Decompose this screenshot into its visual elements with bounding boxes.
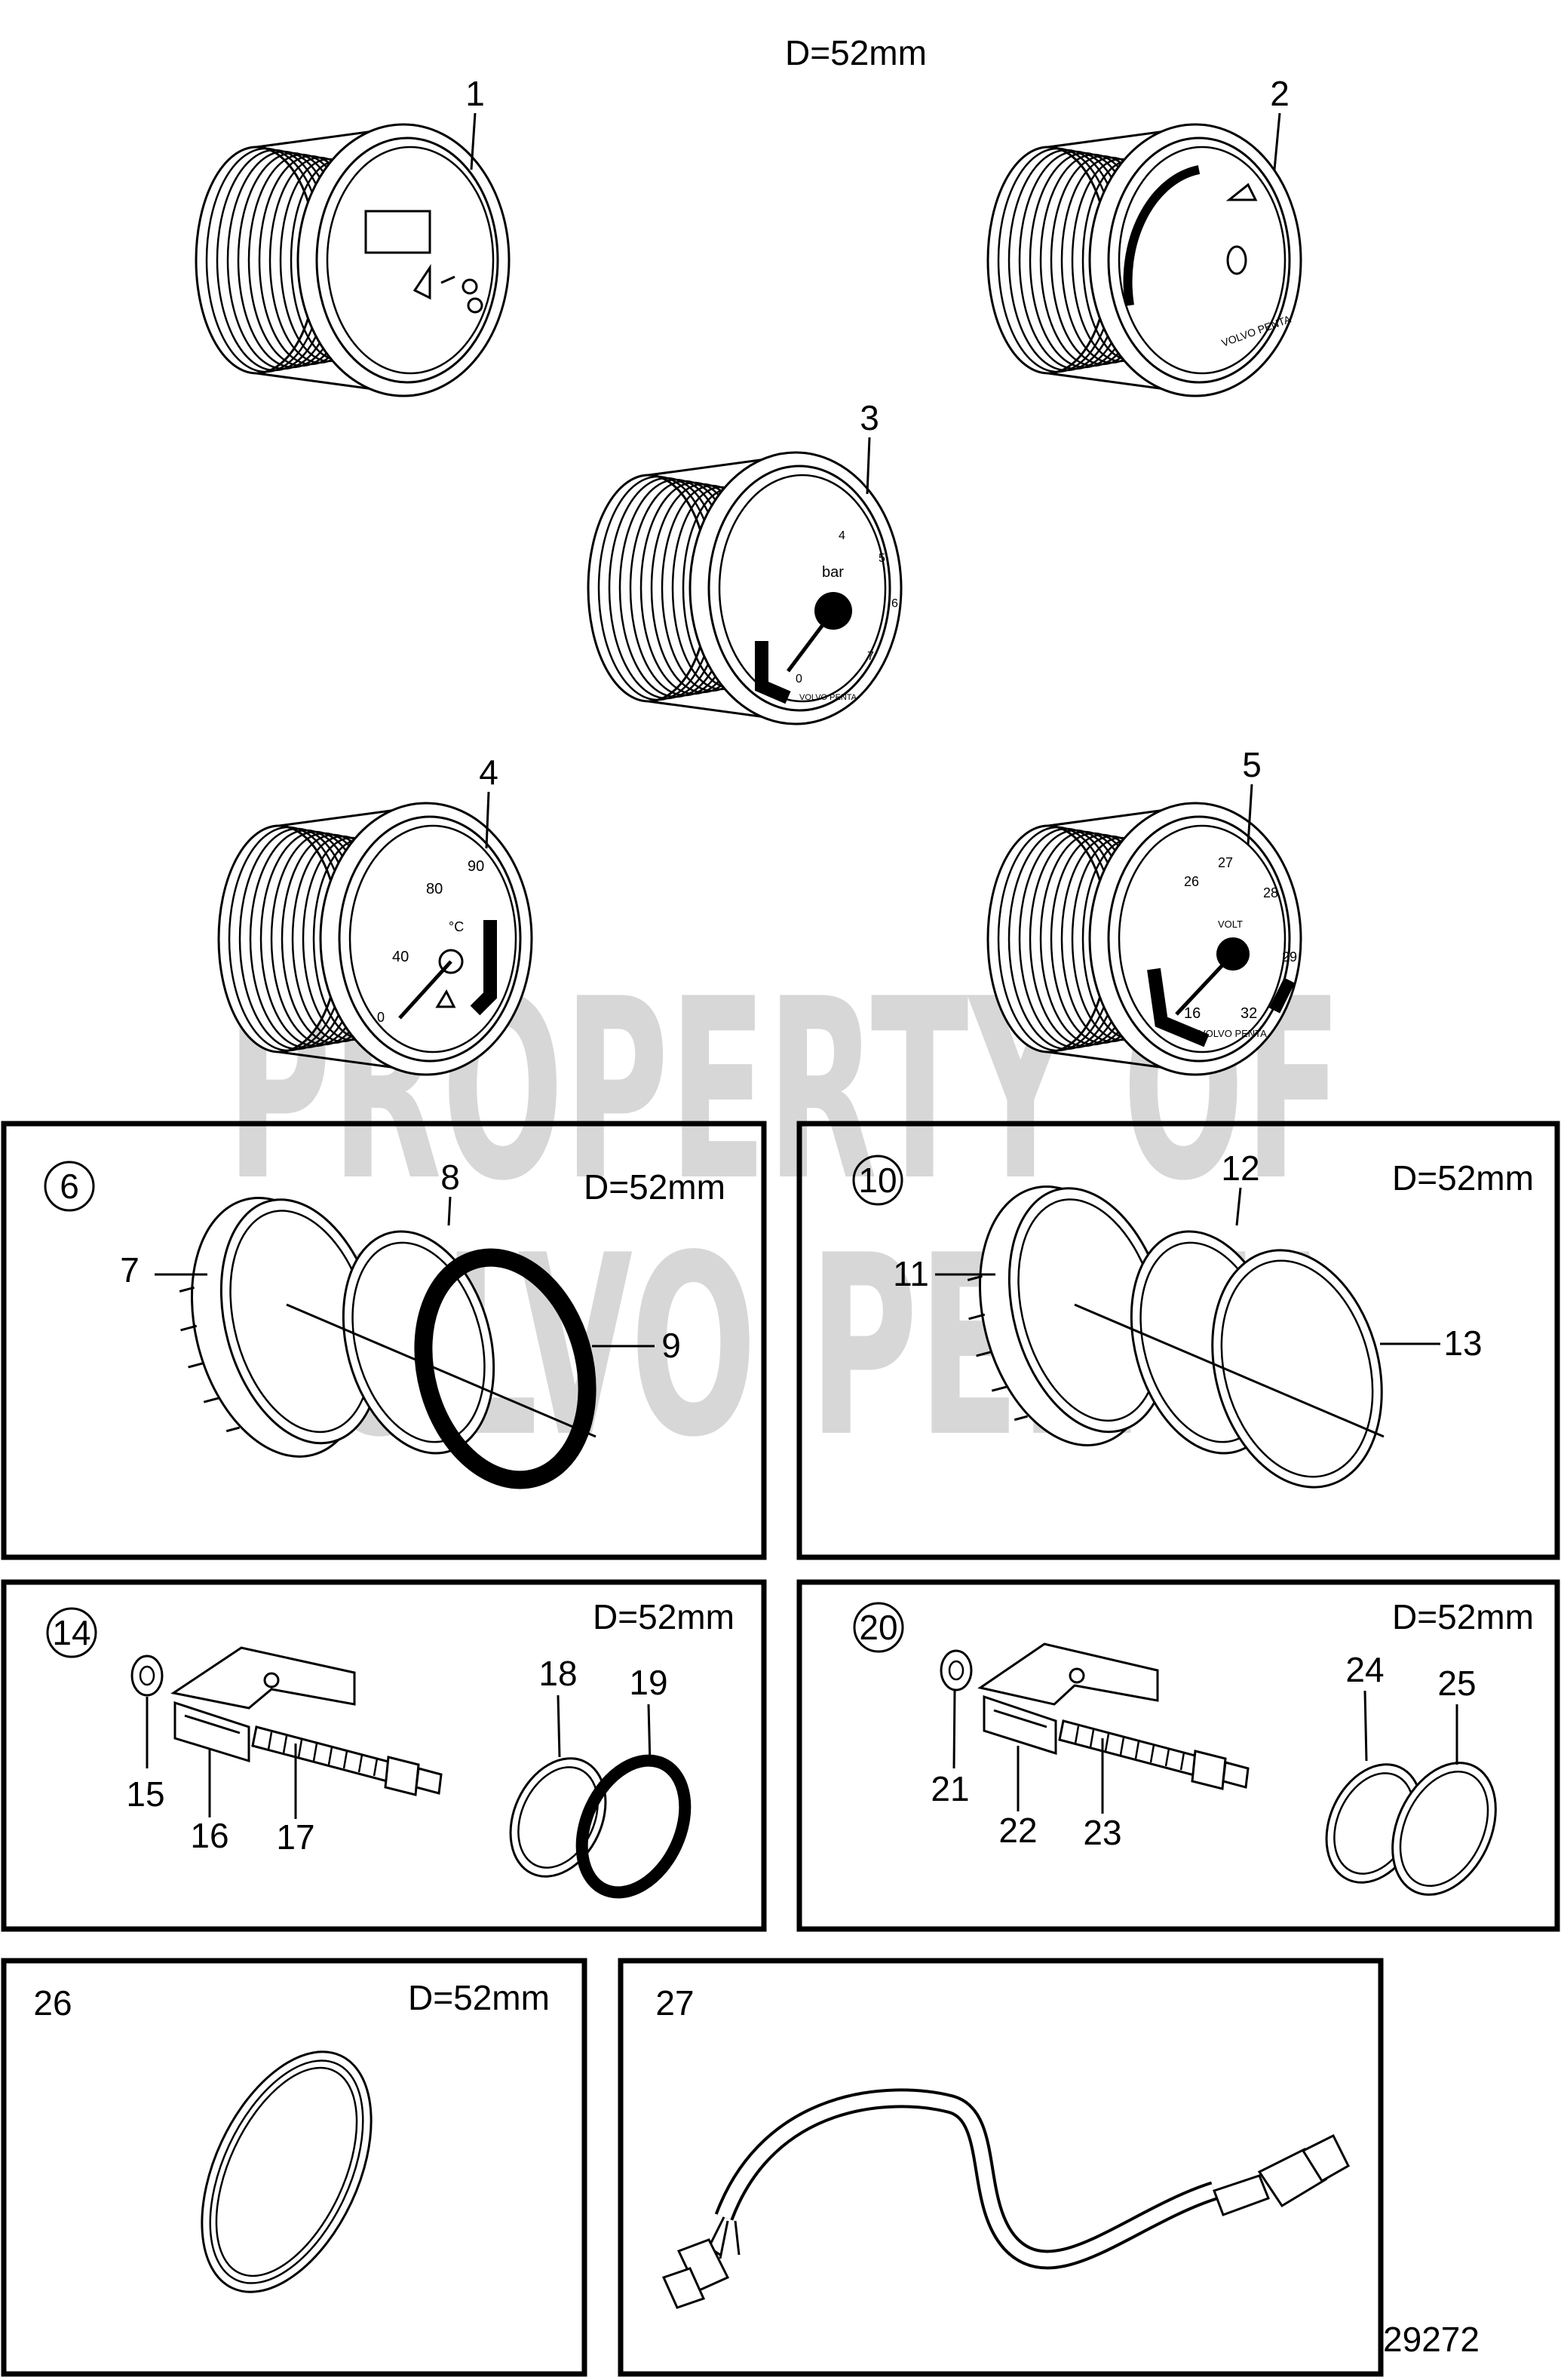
- gauge-4-temperature[interactable]: 90 80 °C 40 0: [217, 802, 533, 1076]
- kit-20-box: 20 D=52mm 21 22 23: [796, 1579, 1560, 1932]
- ref-label-1: 1: [465, 74, 485, 113]
- ref-label-13: 13: [1443, 1323, 1482, 1363]
- coolant-icon: [435, 989, 456, 1008]
- kit-ref-10: 10: [858, 1161, 897, 1200]
- ref-label-7: 7: [120, 1250, 140, 1290]
- temp-unit-label: °C: [449, 919, 464, 934]
- ref-label-9: 9: [661, 1326, 681, 1365]
- ref-label-23: 23: [1083, 1813, 1121, 1852]
- kit-ref-26: 26: [33, 1983, 72, 2023]
- gauge-1-display[interactable]: [195, 123, 511, 397]
- svg-text:29: 29: [1282, 949, 1297, 965]
- ref-label-17: 17: [276, 1817, 314, 1857]
- ref-label-24: 24: [1345, 1650, 1384, 1689]
- ref-label-22: 22: [998, 1811, 1037, 1850]
- kit-10-box: 10 D=52mm 11 12 13: [796, 1121, 1560, 1560]
- svg-text:4: 4: [839, 529, 845, 542]
- figure-number: 29272: [1383, 2320, 1480, 2359]
- svg-text:6: 6: [891, 597, 898, 610]
- svg-text:16: 16: [1184, 1005, 1201, 1022]
- svg-text:32: 32: [1241, 1005, 1257, 1022]
- svg-text:90: 90: [468, 858, 484, 875]
- ref-label-12: 12: [1221, 1149, 1259, 1188]
- svg-text:28: 28: [1263, 885, 1278, 900]
- gauge-2-trim[interactable]: VOLVO PENTA: [986, 123, 1302, 397]
- kit-26-box: 26 D=52mm: [1, 1958, 587, 2377]
- trim-symbol-icon: [412, 264, 455, 300]
- bezel-gasket-26[interactable]: [167, 2026, 406, 2318]
- ref-label-25: 25: [1437, 1664, 1476, 1703]
- bracket-16[interactable]: [170, 1646, 356, 1763]
- kit-20-diameter: D=52mm: [1392, 1597, 1534, 1636]
- svg-text:7: 7: [867, 650, 874, 663]
- oil-unit-label: bar: [822, 564, 844, 581]
- diameter-header: D=52mm: [785, 33, 927, 72]
- gasket-19[interactable]: [562, 1744, 705, 1909]
- gauge-3-oil-pressure[interactable]: bar 4 5 6 7 0 VOLVO PENTA: [587, 451, 903, 725]
- kit-26-diameter: D=52mm: [408, 1978, 550, 2017]
- ref-label-21: 21: [931, 1769, 969, 1808]
- bezel-ring-13[interactable]: [1187, 1231, 1406, 1506]
- svg-text:0: 0: [377, 1010, 385, 1025]
- gauge-5-voltmeter[interactable]: VOLT 27 26 28 29 16 32 VOLVO PENTA: [986, 802, 1302, 1076]
- ref-label-5: 5: [1242, 745, 1262, 784]
- trim-icon: [1225, 182, 1258, 201]
- svg-text:80: 80: [426, 881, 443, 897]
- stud-17[interactable]: [251, 1725, 443, 1796]
- volt-unit-label: VOLT: [1218, 919, 1243, 930]
- kit-ref-20: 20: [859, 1608, 897, 1647]
- kit-27-box: 27: [618, 1958, 1384, 2377]
- bracket-22[interactable]: [977, 1642, 1159, 1756]
- svg-text:0: 0: [796, 673, 802, 685]
- ref-label-16: 16: [190, 1816, 228, 1855]
- ref-label-2: 2: [1270, 74, 1290, 113]
- kit-14-box: 14 D=52mm 15 16 17 18: [1, 1579, 767, 1932]
- svg-text:27: 27: [1218, 855, 1233, 870]
- kit-ref-6: 6: [60, 1167, 79, 1206]
- nut-21[interactable]: [940, 1649, 973, 1691]
- ref-label-3: 3: [860, 398, 879, 437]
- ref-label-18: 18: [538, 1654, 577, 1693]
- display-window-icon: [364, 210, 431, 254]
- brand-text-gauge-5: VOLVO PENTA: [1199, 1028, 1267, 1039]
- svg-text:40: 40: [392, 949, 409, 965]
- ref-label-11: 11: [893, 1254, 929, 1293]
- svg-text:26: 26: [1184, 874, 1199, 889]
- svg-text:5: 5: [879, 552, 885, 565]
- kit-6-diameter: D=52mm: [584, 1167, 725, 1207]
- bezel-ring-25[interactable]: [1372, 1746, 1516, 1911]
- kit-10-diameter: D=52mm: [1392, 1158, 1534, 1198]
- ref-label-4: 4: [479, 753, 498, 792]
- kit-ref-14: 14: [52, 1613, 90, 1652]
- seal-ring-18[interactable]: [492, 1743, 624, 1892]
- connector-icon: [1213, 2174, 1270, 2216]
- kit-14-diameter: D=52mm: [593, 1597, 734, 1636]
- stud-23[interactable]: [1058, 1719, 1250, 1790]
- ref-label-15: 15: [126, 1774, 164, 1814]
- ref-label-8: 8: [440, 1158, 460, 1197]
- ref-label-19: 19: [629, 1663, 667, 1702]
- kit-ref-circle: [44, 1161, 95, 1212]
- nut-15[interactable]: [130, 1655, 164, 1697]
- kit-6-box: 6 D=52mm 7 8 9: [1, 1121, 767, 1560]
- bezel-7[interactable]: [150, 1174, 408, 1480]
- gasket-9[interactable]: [400, 1239, 611, 1498]
- sensor-cable-27[interactable]: [661, 2088, 1350, 2309]
- kit-ref-27: 27: [655, 1983, 694, 2023]
- brand-text-gauge-3: VOLVO PENTA: [799, 693, 857, 702]
